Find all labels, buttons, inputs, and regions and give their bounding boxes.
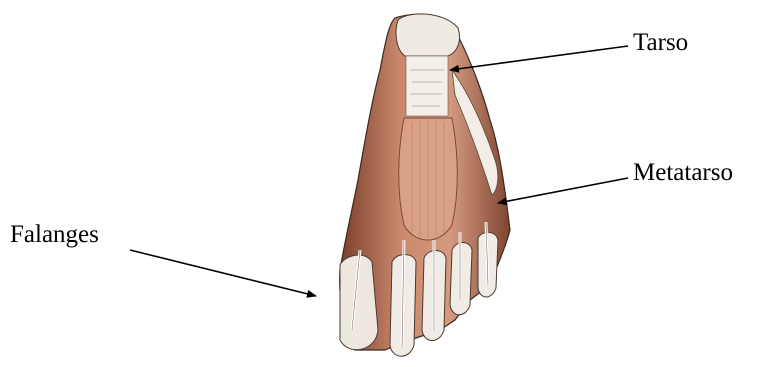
label-metatarsus: Metatarso — [633, 160, 733, 185]
label-phalanges: Falanges — [10, 222, 99, 247]
label-tarsus: Tarso — [633, 30, 688, 55]
metatarsus-pointer — [498, 178, 628, 203]
flexor-muscle — [399, 118, 458, 240]
phalanges-pointer — [130, 250, 316, 296]
tarsus-pointer — [450, 46, 628, 70]
